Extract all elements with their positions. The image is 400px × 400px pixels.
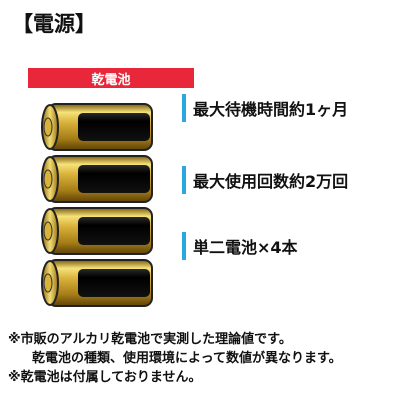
spec-standby-time: 最大待機時間約1ヶ月 <box>182 94 348 122</box>
spec-usage-count: 最大使用回数約2万回 <box>182 166 348 194</box>
battery-icon <box>41 103 153 151</box>
spec-text: 最大使用回数約2万回 <box>193 172 349 191</box>
accent-bar <box>182 232 186 260</box>
spec-battery-type: 単二電池×4本 <box>182 232 298 260</box>
footnote: 乾電池の種類、使用環境によって数値が異なります。 <box>32 351 342 366</box>
batteries-illustration <box>41 103 153 307</box>
battery-type-badge: 乾電池 <box>28 68 194 88</box>
battery-icon <box>41 259 153 307</box>
spec-text: 単二電池×4本 <box>193 238 298 257</box>
battery-icon <box>41 155 153 203</box>
spec-text: 最大待機時間約1ヶ月 <box>193 100 349 119</box>
accent-bar <box>182 166 186 194</box>
footnote: ※乾電池は付属しておりません。 <box>8 370 202 385</box>
accent-bar <box>182 94 186 122</box>
battery-icon <box>41 207 153 255</box>
footnote: ※市販のアルカリ乾電池で実測した理論値です。 <box>8 332 292 347</box>
page-title: 【電源】 <box>12 12 96 36</box>
footnotes: ※市販のアルカリ乾電池で実測した理論値です。 乾電池の種類、使用環境によって数値… <box>8 330 396 387</box>
